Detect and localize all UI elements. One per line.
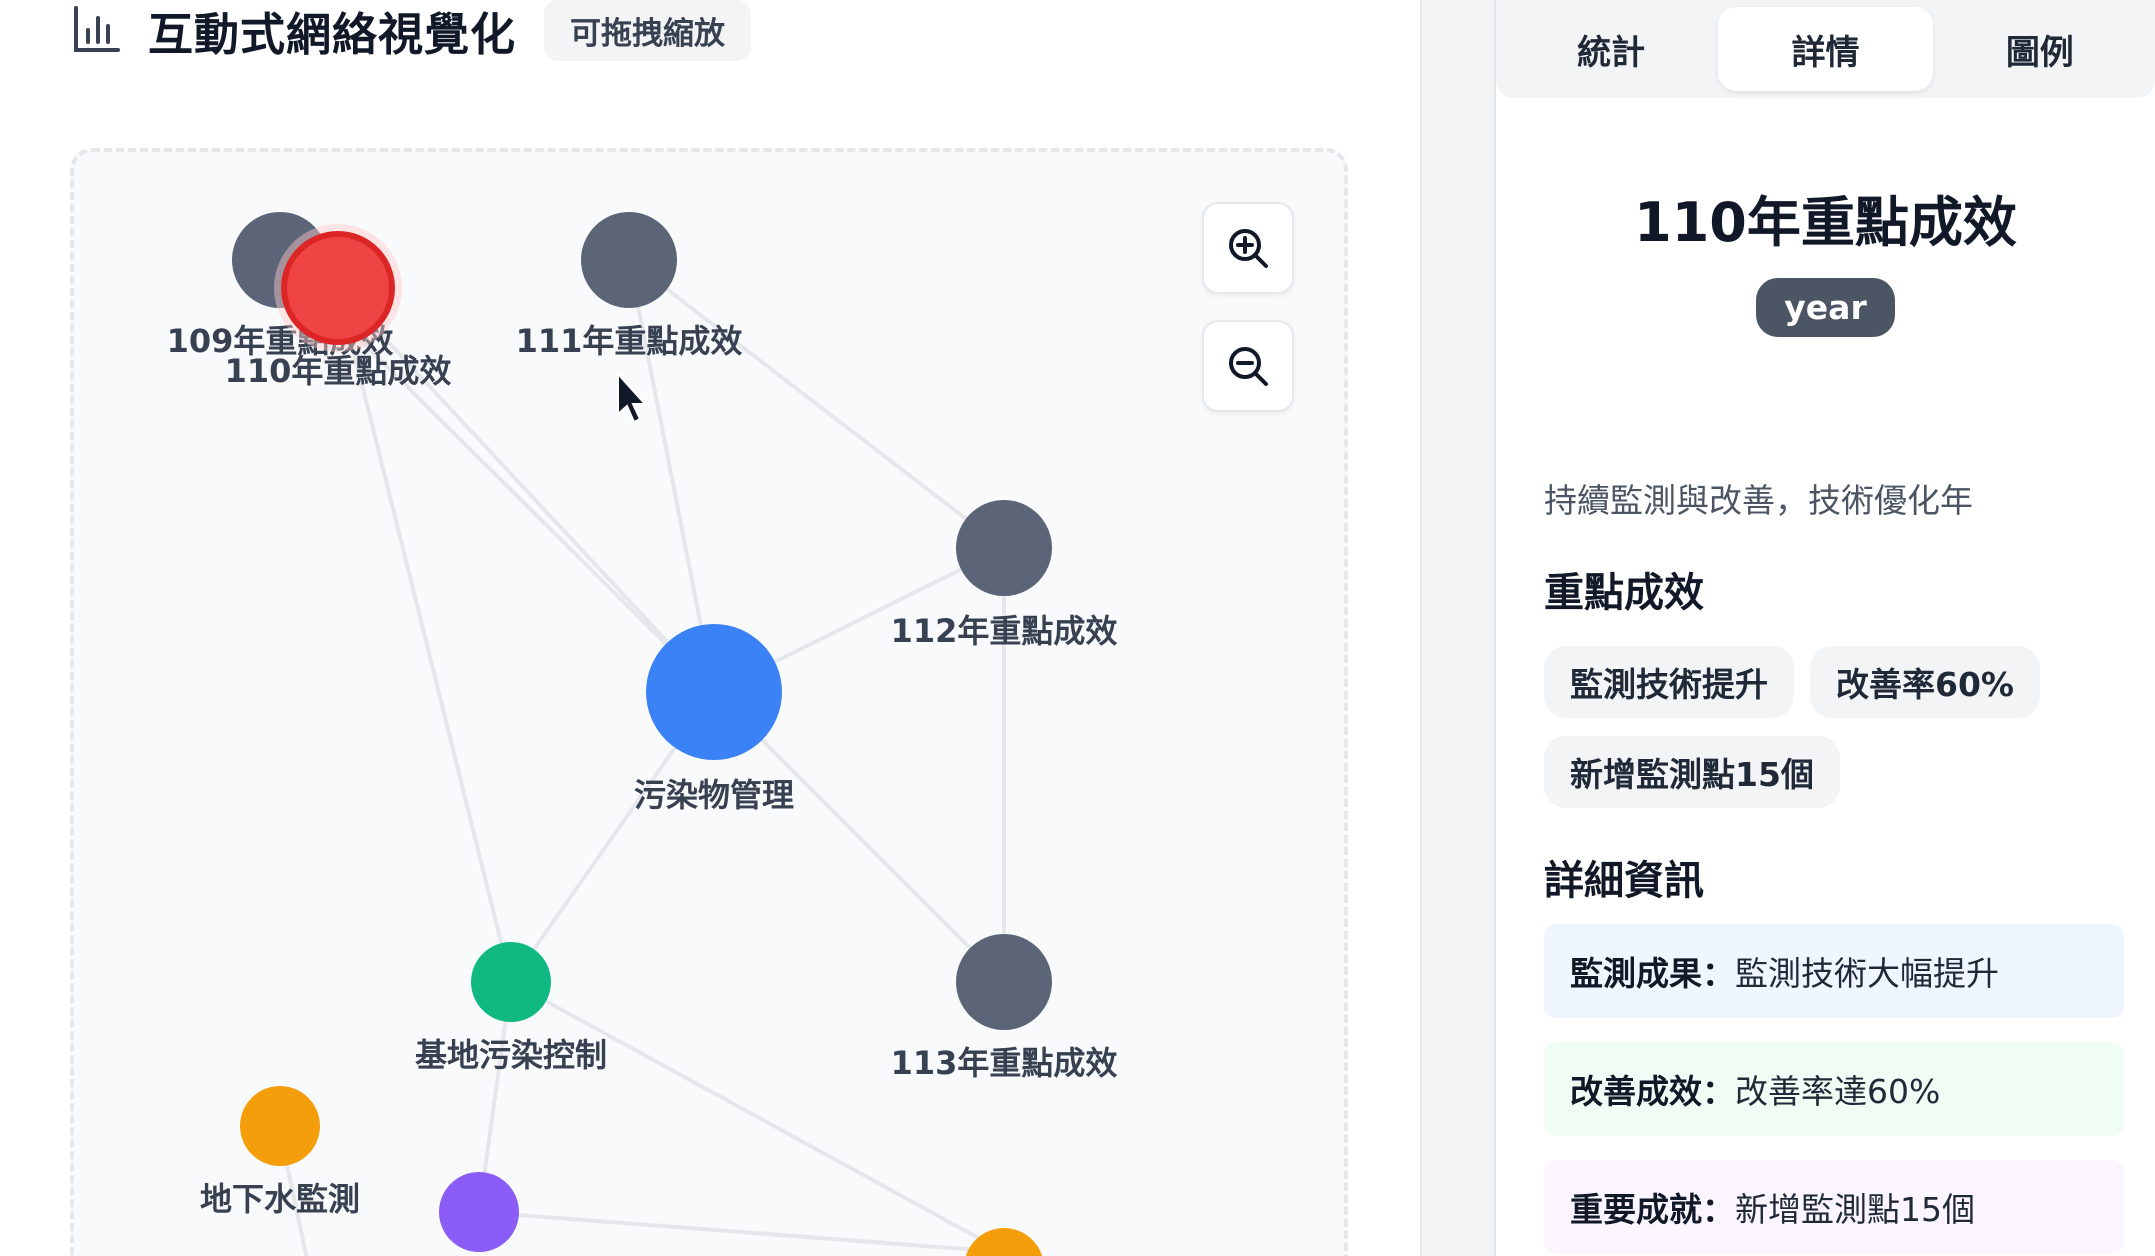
node-label-ground: 地下水監測 [200,1180,360,1218]
node-type-wrap: year [1496,278,2155,337]
highlight-tag: 改善率60% [1810,646,2040,718]
node-label-110: 110年重點成效 [225,352,452,390]
graph-header: 互動式網絡視覺化 可拖拽縮放 [70,0,752,61]
info-key: 監測成果 [1570,954,1702,993]
highlights-heading: 重點成效 [1544,570,1704,616]
node-112[interactable] [956,500,1052,596]
info-sep: ： [1702,1190,1735,1229]
edge [336,286,716,694]
graph-panel: 互動式網絡視覺化 可拖拽縮放 [70,0,1348,1256]
drag-zoom-badge: 可拖拽縮放 [544,0,752,61]
node-purple[interactable] [439,1172,519,1252]
bar-chart-icon [74,6,120,52]
node-110[interactable] [281,231,395,345]
tab-legend[interactable]: 圖例 [2005,32,2074,73]
edge [478,1210,1005,1254]
detail-panel: 統計 詳情 圖例 110年重點成效 year 持續監測與改善，技術優化年 重點成… [1496,0,2155,1256]
tab-details[interactable]: 詳情 [1718,7,1933,91]
info-row-achievement: 重要成就：新增監測點15個 [1544,1160,2124,1254]
highlight-tags: 監測技術提升 改善率60% 新增監測點15個 [1544,646,2134,808]
info-sep: ： [1702,954,1735,993]
info-value: 監測技術大幅提升 [1735,954,1999,993]
zoom-out-button[interactable] [1202,320,1294,412]
node-label-base: 基地污染控制 [415,1036,607,1074]
page-title: 互動式網絡視覺化 [148,7,517,61]
node-type-badge: year [1756,278,1895,337]
edge [627,258,1006,550]
edge [712,690,1006,984]
node-label-113: 113年重點成效 [891,1044,1118,1082]
node-113[interactable] [956,934,1052,1030]
node-label-112: 112年重點成效 [891,612,1118,650]
zoom-in-button[interactable] [1202,202,1294,294]
panel-divider[interactable] [1420,0,1496,1256]
info-row-improvement: 改善成效：改善率達60% [1544,1042,2124,1136]
info-sep: ： [1702,1072,1735,1111]
node-orange-2[interactable] [964,1228,1044,1256]
info-value: 新增監測點15個 [1735,1190,1975,1229]
info-value: 改善率達60% [1735,1072,1941,1111]
network-graph[interactable]: 109年重點成效 111年重點成效 112年重點成效 113年重點成效 污染物管… [74,152,1348,1256]
highlight-tag: 監測技術提升 [1544,646,1794,718]
node-111[interactable] [581,212,677,308]
tab-stats[interactable]: 統計 [1577,32,1646,73]
zoom-out-icon [1229,347,1268,386]
network-canvas[interactable]: 109年重點成效 111年重點成效 112年重點成效 113年重點成效 污染物管… [70,148,1348,1256]
highlight-tag: 新增監測點15個 [1544,736,1840,808]
panel-tabs: 統計 詳情 圖例 [1496,0,2155,98]
edge [336,287,513,983]
node-base[interactable] [471,942,551,1022]
info-key: 改善成效 [1570,1072,1702,1111]
edge [627,259,716,693]
node-center[interactable] [646,624,782,760]
node-ground[interactable] [240,1086,320,1166]
zoom-in-icon [1229,229,1268,268]
edge [510,980,1005,1254]
node-detail-title: 110年重點成效 [1634,191,2017,254]
node-label-111: 111年重點成效 [516,322,743,360]
info-heading: 詳細資訊 [1544,858,1704,904]
info-row-monitoring: 監測成果：監測技術大幅提升 [1544,924,2124,1018]
info-key: 重要成就 [1570,1190,1702,1229]
node-label-center: 污染物管理 [634,776,794,814]
mouse-cursor-icon [617,371,648,424]
node-description: 持續監測與改善，技術優化年 [1544,481,1973,520]
